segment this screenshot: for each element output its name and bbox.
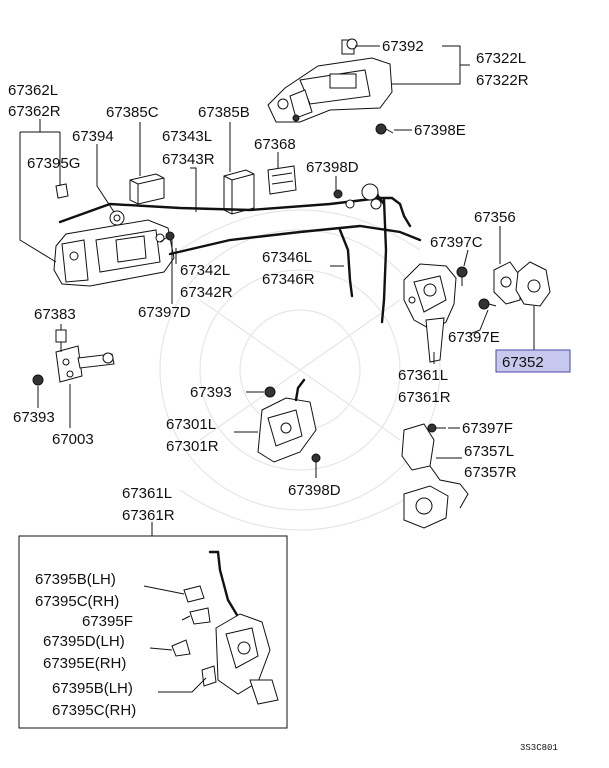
label-67342R[interactable]: 67342R [180,284,233,301]
label-67343L[interactable]: 67343L [162,128,212,145]
rod-guide[interactable] [361,183,382,210]
remote-control-67301[interactable] [257,378,317,463]
label-67301R[interactable]: 67301R [166,438,219,455]
label-inset-67395D-LH[interactable]: 67395D(LH) [43,633,125,650]
diagram-code: 3S3C801 [520,743,558,753]
label-67301L[interactable]: 67301L [166,416,216,433]
lock-rods[interactable] [58,188,422,324]
rod-clip-67368[interactable] [267,165,297,195]
door-latch-67361[interactable] [403,263,457,363]
screw-67398D-top[interactable] [333,189,355,209]
label-67361L-top[interactable]: 67361L [398,367,448,384]
label-67356[interactable]: 67356 [474,209,516,226]
label-67392[interactable]: 67392 [382,38,424,55]
label-inset-67395F[interactable]: 67395F [82,613,133,630]
label-67357L[interactable]: 67357L [464,443,514,460]
label-67397E[interactable]: 67397E [448,329,500,346]
outside-handle-assembly[interactable] [267,57,393,123]
inset-detail-box [18,535,288,729]
striker-67352[interactable] [515,261,551,307]
label-67397C[interactable]: 67397C [430,234,483,251]
screw-67397C[interactable] [456,266,468,286]
label-67398D-top[interactable]: 67398D [306,159,359,176]
label-inset-67395C-RH-a[interactable]: 67395C(RH) [35,593,119,610]
label-67397F[interactable]: 67397F [462,420,513,437]
label-67322L[interactable]: 67322L [476,50,526,67]
label-67342L[interactable]: 67342L [180,262,230,279]
label-67322R[interactable]: 67322R [476,72,529,89]
label-67343R[interactable]: 67343R [162,151,215,168]
label-67361R-top[interactable]: 67361R [398,389,451,406]
label-67003[interactable]: 67003 [52,431,94,448]
part-labels: 67392 67322L 67322R 67398E 67362L 67362R… [8,38,558,753]
label-67385B[interactable]: 67385B [198,104,250,121]
label-inset-67395E-RH[interactable]: 67395E(RH) [43,655,126,672]
handle-bolt-67392[interactable] [341,38,358,55]
label-67362R[interactable]: 67362R [8,103,61,120]
label-67395G[interactable]: 67395G [27,155,80,172]
lock-actuator-67357[interactable] [401,423,469,529]
label-67398D-bottom[interactable]: 67398D [288,482,341,499]
label-67361L-bottom[interactable]: 67361L [122,485,172,502]
highlight-67352[interactable] [495,349,571,373]
label-67393-left[interactable]: 67393 [13,409,55,426]
watermark-emblem [159,209,441,531]
label-67346R[interactable]: 67346R [262,271,315,288]
nut-67393-center[interactable] [264,386,276,398]
cover-67385C[interactable] [129,173,165,205]
screw-67397F[interactable] [427,423,446,433]
label-67346L[interactable]: 67346L [262,249,312,266]
bolt-67383[interactable] [55,329,67,352]
inside-handle-assembly[interactable] [53,219,175,287]
screw-67397E[interactable] [478,298,497,310]
label-67368[interactable]: 67368 [254,136,296,153]
label-67397D[interactable]: 67397D [138,304,191,321]
label-67385C[interactable]: 67385C [106,104,159,121]
cover-67385B[interactable] [223,169,255,215]
label-67352[interactable]: 67352 [502,354,544,371]
label-67357R[interactable]: 67357R [464,464,517,481]
label-67361R-bottom[interactable]: 67361R [122,507,175,524]
screw-67397D[interactable] [159,231,175,243]
leader-lines [19,45,535,693]
door-check-67003[interactable] [55,345,115,383]
label-inset-67395C-RH-b[interactable]: 67395C(RH) [52,702,136,719]
label-inset-67395B-LH-a[interactable]: 67395B(LH) [35,571,116,588]
label-67398E[interactable]: 67398E [414,122,466,139]
screw-67398D-bottom[interactable] [311,453,321,463]
screw-67398E[interactable] [375,123,394,135]
label-67393-center[interactable]: 67393 [190,384,232,401]
label-67362L[interactable]: 67362L [8,82,58,99]
shim-67356[interactable] [493,261,521,305]
label-inset-67395B-LH-b[interactable]: 67395B(LH) [52,680,133,697]
label-67383[interactable]: 67383 [34,306,76,323]
nut-67393-left[interactable] [32,374,44,386]
label-67394[interactable]: 67394 [72,128,114,145]
clip-67395G[interactable] [55,183,69,199]
clip-67394[interactable] [109,210,125,226]
